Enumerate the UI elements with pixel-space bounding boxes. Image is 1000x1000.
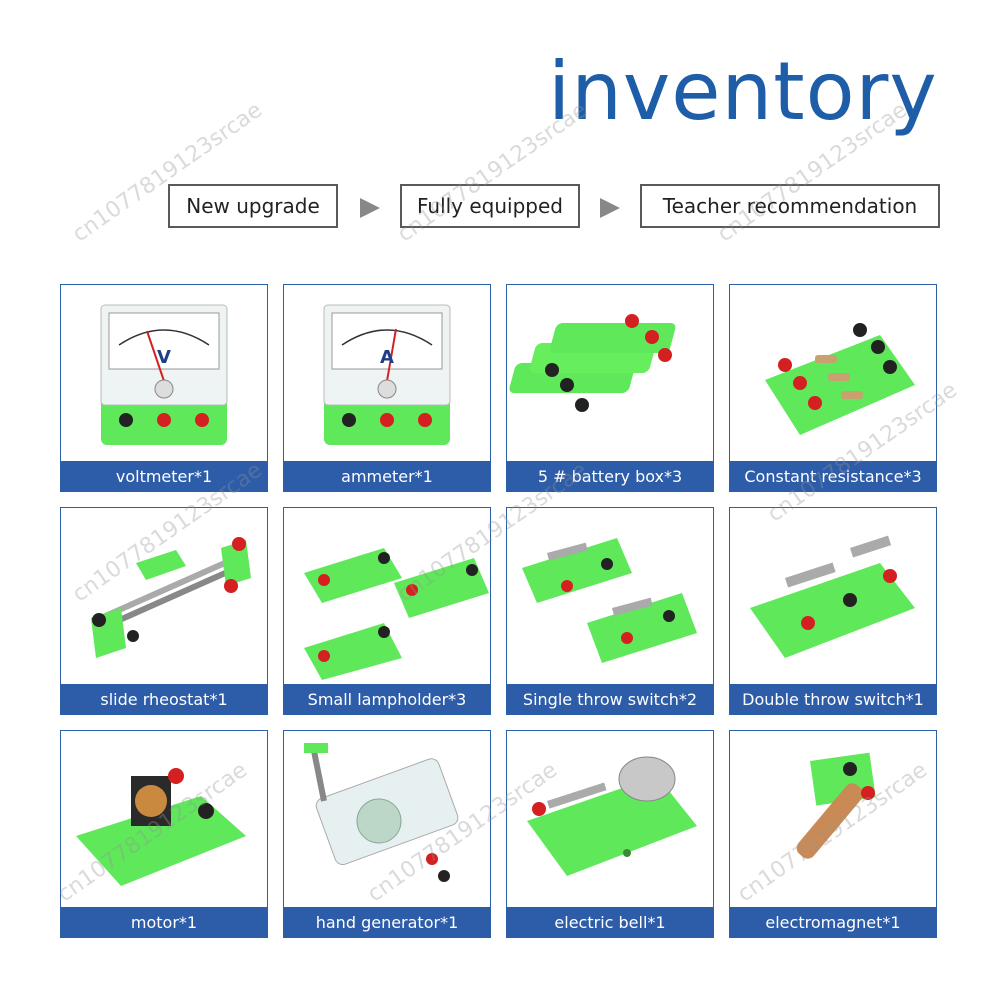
battery-box-icon: [509, 314, 676, 412]
item-caption: motor*1: [61, 907, 267, 937]
item-caption: hand generator*1: [284, 907, 490, 937]
hand-generator-icon: [304, 743, 459, 882]
item-caption: electromagnet*1: [730, 907, 936, 937]
item-caption: slide rheostat*1: [61, 684, 267, 714]
meter-symbol: V: [157, 347, 171, 368]
item-card-electric-bell: electric bell*1: [506, 730, 714, 938]
resistor-board-icon: [765, 323, 915, 435]
page-title: inventory: [548, 45, 938, 138]
arrow-right-icon: [360, 198, 380, 218]
double-throw-switch-icon: [750, 535, 915, 658]
meter-symbol: A: [380, 347, 394, 368]
electromagnet-icon: [796, 752, 876, 859]
item-card-double-throw-switch: Double throw switch*1: [729, 507, 937, 715]
ammeter-icon: A: [323, 304, 451, 445]
item-card-electromagnet: electromagnet*1: [729, 730, 937, 938]
item-caption: voltmeter*1: [61, 461, 267, 491]
arrow-right-icon: [600, 198, 620, 218]
item-card-slide-rheostat: slide rheostat*1: [60, 507, 268, 715]
item-card-battery-box: 5 # battery box*3: [506, 284, 714, 492]
item-caption: Constant resistance*3: [730, 461, 936, 491]
item-caption: 5 # battery box*3: [507, 461, 713, 491]
item-card-motor: motor*1: [60, 730, 268, 938]
tag-fully-equipped: Fully equipped: [400, 184, 580, 228]
tag-teacher-recommendation: Teacher recommendation: [640, 184, 940, 228]
item-caption: ammeter*1: [284, 461, 490, 491]
electric-bell-icon: [527, 756, 697, 876]
motor-icon: [76, 768, 246, 886]
item-card-small-lampholder: Small lampholder*3: [283, 507, 491, 715]
item-card-ammeter: A ammeter*1: [283, 284, 491, 492]
item-card-constant-resistance: Constant resistance*3: [729, 284, 937, 492]
item-card-single-throw-switch: Single throw switch*2: [506, 507, 714, 715]
item-card-hand-generator: hand generator*1: [283, 730, 491, 938]
lampholder-icon: [304, 548, 489, 680]
voltmeter-icon: V: [100, 304, 228, 445]
slide-rheostat-icon: [91, 537, 251, 658]
item-card-voltmeter: V voltmeter*1: [60, 284, 268, 492]
item-caption: Double throw switch*1: [730, 684, 936, 714]
tag-new-upgrade: New upgrade: [168, 184, 338, 228]
single-throw-switch-icon: [522, 538, 697, 663]
item-caption: Small lampholder*3: [284, 684, 490, 714]
item-caption: Single throw switch*2: [507, 684, 713, 714]
item-caption: electric bell*1: [507, 907, 713, 937]
